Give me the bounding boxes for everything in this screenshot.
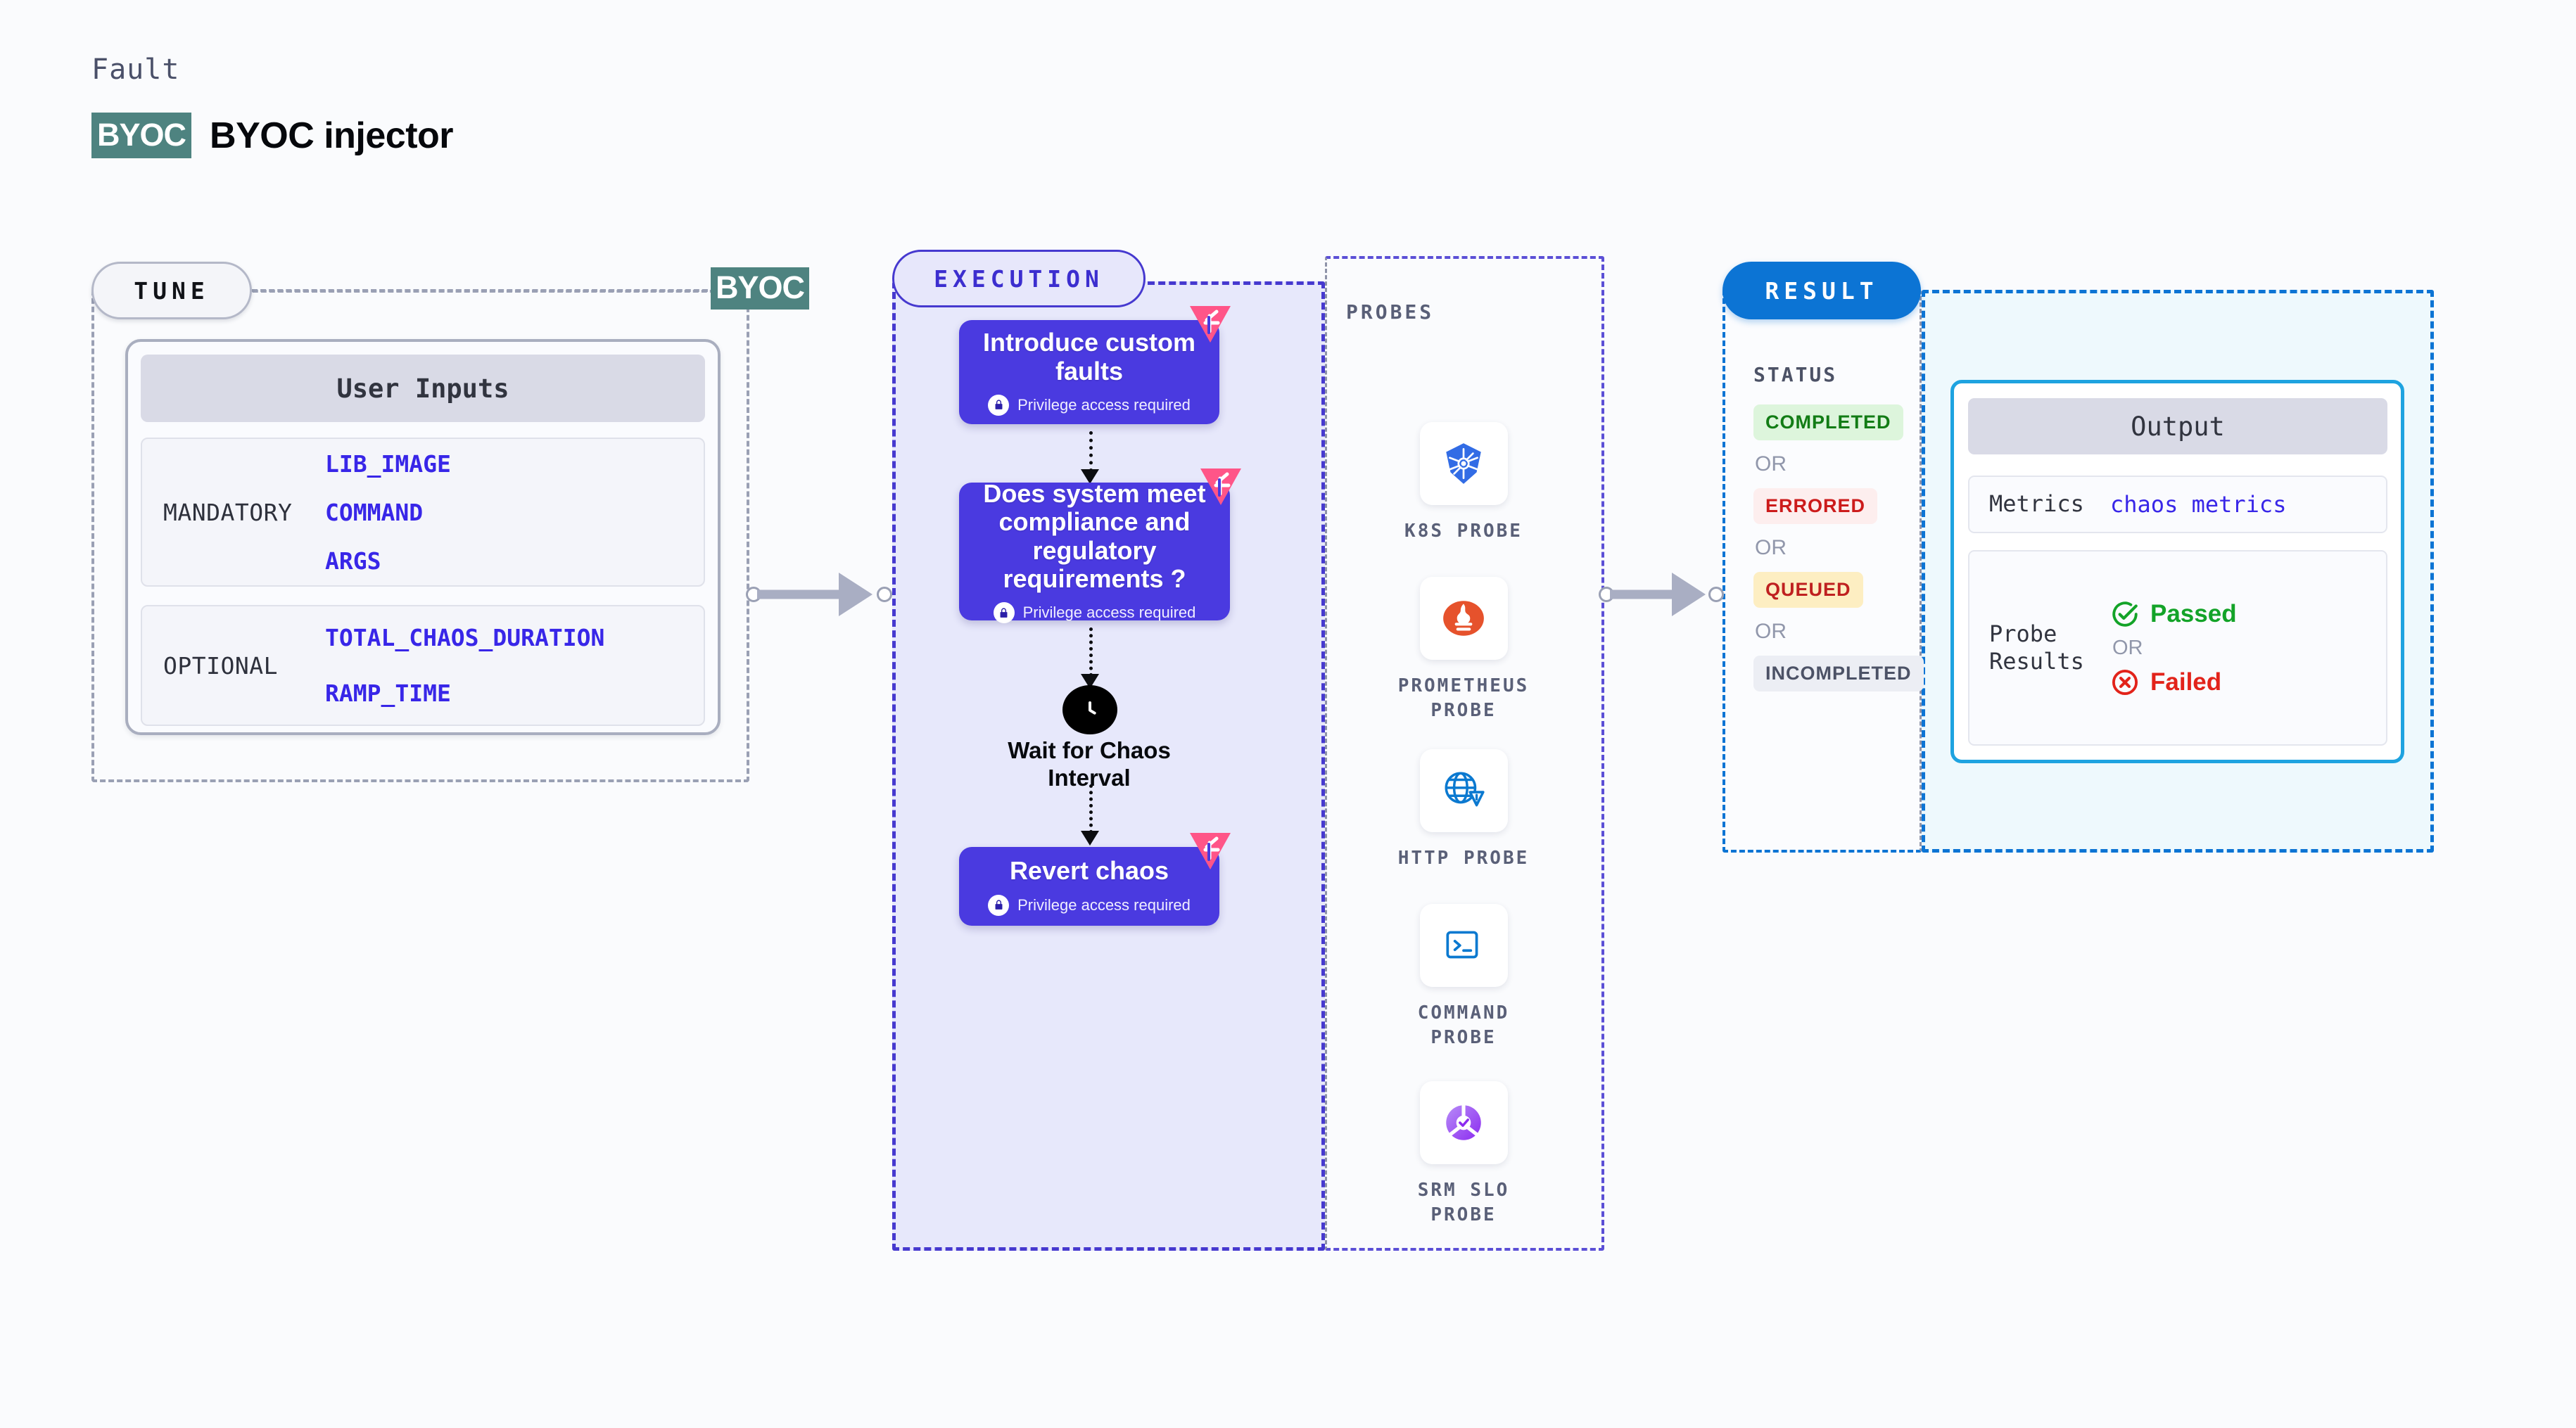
result-pill[interactable]: RESULT (1722, 262, 1921, 319)
page-title-row: BYOC BYOC injector (91, 113, 454, 158)
probe-results-values: Passed OR Failed (2110, 599, 2237, 697)
fault-kicker: Fault (91, 53, 180, 86)
terminal-icon (1419, 904, 1508, 987)
srm-slo-icon (1419, 1081, 1508, 1164)
flow-arrow-1-head (1081, 469, 1099, 484)
probe-label: COMMAND PROBE (1417, 1002, 1510, 1049)
param-lib-image[interactable]: LIB_IMAGE (325, 450, 451, 478)
mandatory-param-group: MANDATORY LIB_IMAGE COMMAND ARGS (141, 438, 705, 587)
privilege-note: Privilege access required (988, 394, 1191, 416)
node-compliance-check[interactable]: Does system meet compliance and regulato… (959, 468, 1241, 624)
lock-icon (988, 894, 1010, 916)
param-ramp-time[interactable]: RAMP_TIME (325, 680, 451, 707)
connector-tune-to-execution (746, 570, 892, 619)
probe-result-passed: Passed (2110, 599, 2237, 629)
connector-line (757, 589, 856, 599)
flow-arrow-2-head (1081, 674, 1099, 689)
status-or-1: OR (1755, 452, 1787, 476)
probe-result-or: OR (2112, 636, 2143, 659)
probe-srm-slo[interactable]: SRM SLO PROBE (1390, 1081, 1537, 1228)
connector-execution-to-result (1599, 570, 1724, 619)
tune-pill[interactable]: TUNE (91, 262, 252, 319)
param-command[interactable]: COMMAND (325, 498, 424, 526)
connector-arrowhead (1672, 573, 1706, 616)
failed-label: Failed (2150, 668, 2222, 696)
status-badge-queued: QUEUED (1753, 572, 1863, 608)
status-region (1722, 290, 1922, 853)
probe-prometheus[interactable]: PROMETHEUS PROBE (1390, 577, 1537, 723)
harness-logo-icon (1190, 306, 1231, 343)
node-title: Does system meet compliance and regulato… (983, 478, 1206, 593)
privilege-text: Privilege access required (1022, 604, 1196, 622)
connector-line (1610, 589, 1689, 599)
probe-label: K8S PROBE (1404, 521, 1523, 542)
param-total-chaos-duration[interactable]: TOTAL_CHAOS_DURATION (325, 624, 605, 651)
byoc-badge: BYOC (91, 113, 192, 158)
http-globe-warning-icon (1419, 749, 1508, 832)
flow-arrow-3-head (1081, 831, 1099, 846)
node-introduce-custom-faults[interactable]: Introduce custom faults Privilege access… (959, 306, 1231, 424)
harness-logo-icon (1200, 468, 1241, 505)
output-header: Output (1968, 398, 2387, 454)
probe-command[interactable]: COMMAND PROBE (1390, 904, 1537, 1050)
lock-icon (993, 602, 1015, 624)
status-or-2: OR (1755, 536, 1787, 559)
output-probe-results-row: Probe Results Passed OR Failed (1968, 550, 2387, 746)
byoc-connector-badge: BYOC (711, 267, 810, 310)
metrics-value[interactable]: chaos metrics (2110, 491, 2287, 518)
check-circle-icon (2112, 601, 2138, 627)
node-title: Introduce custom faults (982, 328, 1196, 385)
status-badge-completed: COMPLETED (1753, 404, 1903, 440)
metrics-key: Metrics (1989, 490, 2084, 518)
flow-arrow-2 (1089, 627, 1093, 677)
clock-icon (1062, 685, 1117, 734)
probe-results-key: Probe Results (1989, 620, 2084, 675)
node-revert-chaos[interactable]: Revert chaos Privilege access required (959, 833, 1231, 926)
optional-label: OPTIONAL (163, 651, 278, 680)
output-metrics-row: Metrics chaos metrics (1968, 476, 2387, 533)
page-title: BYOC injector (210, 115, 454, 156)
status-or-3: OR (1755, 620, 1787, 643)
x-circle-icon (2112, 669, 2138, 695)
tune-header-dashed-line (252, 289, 716, 292)
privilege-note: Privilege access required (988, 894, 1191, 916)
probes-title: PROBES (1346, 300, 1435, 324)
probe-result-failed: Failed (2110, 668, 2237, 697)
connector-arrowhead (839, 573, 873, 616)
privilege-note: Privilege access required (993, 602, 1196, 624)
user-inputs-header: User Inputs (141, 355, 705, 422)
execution-region (892, 281, 1325, 1251)
flow-arrow-1 (1089, 431, 1093, 472)
probe-label: HTTP PROBE (1397, 848, 1530, 869)
status-title: STATUS (1753, 363, 1838, 386)
probe-k8s[interactable]: K8S PROBE (1390, 422, 1537, 544)
passed-label: Passed (2150, 599, 2237, 627)
probe-http[interactable]: HTTP PROBE (1390, 749, 1537, 871)
privilege-text: Privilege access required (1017, 395, 1191, 414)
probe-label: SRM SLO PROBE (1417, 1180, 1510, 1226)
privilege-text: Privilege access required (1017, 895, 1191, 914)
mandatory-values: LIB_IMAGE COMMAND ARGS (325, 450, 451, 575)
status-badge-incompleted: INCOMPLETED (1753, 656, 1924, 691)
connector-end-dot (1708, 587, 1724, 602)
harness-logo-icon (1190, 833, 1231, 869)
node-title: Revert chaos (1009, 856, 1169, 886)
status-badge-errored: ERRORED (1753, 488, 1878, 524)
optional-values: TOTAL_CHAOS_DURATION RAMP_TIME (325, 624, 604, 707)
prometheus-icon (1419, 577, 1508, 660)
optional-param-group: OPTIONAL TOTAL_CHAOS_DURATION RAMP_TIME (141, 605, 705, 726)
mandatory-label: MANDATORY (163, 498, 293, 526)
connector-end-dot (877, 587, 892, 602)
probe-label: PROMETHEUS PROBE (1397, 675, 1530, 722)
kubernetes-icon (1419, 422, 1508, 505)
param-args[interactable]: ARGS (325, 547, 381, 575)
flow-arrow-3 (1089, 784, 1093, 834)
execution-pill[interactable]: EXECUTION (892, 250, 1146, 307)
wait-for-chaos-interval-label: Wait for Chaos Interval (1008, 737, 1171, 791)
lock-icon (988, 394, 1010, 416)
status-list: COMPLETED OR ERRORED OR QUEUED OR INCOMP… (1753, 404, 1924, 691)
